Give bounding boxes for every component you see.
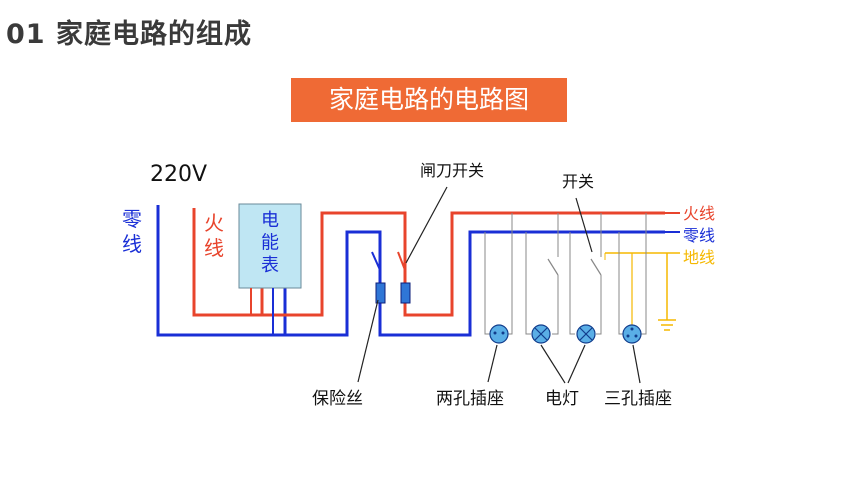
socket-wire: [508, 213, 513, 335]
knife-switch-blade-live: [397, 251, 406, 271]
live-in-label: 火线: [204, 211, 224, 260]
knife-switch-blade-neutral: [371, 251, 381, 271]
socket-hole: [501, 331, 505, 335]
ground-out-label: 地线: [683, 248, 715, 267]
live-wire-main: [192, 208, 264, 317]
lamp: [531, 324, 551, 344]
knife-switch-label: 闸刀开关: [420, 161, 484, 180]
lamp-wire: [552, 275, 559, 335]
socket-wire: [640, 213, 647, 335]
socket-hole: [493, 331, 497, 335]
lamp-wire: [569, 232, 575, 335]
two-hole-socket: [489, 324, 509, 344]
pointer-two-hole-socket: [487, 344, 498, 383]
lamp-wire: [525, 232, 531, 335]
socket-hole: [630, 327, 634, 331]
pointer-lamp: [567, 344, 586, 384]
diagram-title-banner: 家庭电路的电路图: [291, 78, 567, 122]
fuse-neutral: [375, 282, 386, 304]
switch-label: 开关: [562, 172, 594, 191]
live-wire-to-switch: [262, 211, 407, 317]
fuse-live: [400, 282, 411, 304]
socket-wire: [618, 232, 624, 335]
neutral-wire-to-fuse: [285, 230, 382, 337]
three-hole-socket-label: 三孔插座: [604, 389, 672, 409]
neutral-out-label: 零线: [683, 226, 715, 245]
socket-hole: [634, 334, 638, 338]
voltage-label: 220V: [150, 162, 207, 187]
pointer-three-hole-socket: [632, 344, 641, 384]
lamp-wire: [596, 275, 602, 335]
pointer-knife-switch: [405, 186, 448, 264]
fuse-label: 保险丝: [312, 389, 363, 409]
socket-wire: [484, 232, 490, 335]
two-hole-socket-label: 两孔插座: [436, 389, 504, 409]
page-title: 01 家庭电路的组成: [6, 19, 252, 50]
meter-text: 电能表: [261, 210, 279, 276]
neutral-wire-main: [156, 205, 287, 337]
neutral-wire-out: [378, 230, 665, 337]
lamp-switch: [590, 258, 602, 276]
pointer-switch: [575, 197, 593, 253]
lamp-label: 电灯: [545, 389, 579, 409]
socket-hole: [626, 334, 630, 338]
neutral-in-label: 零线: [122, 207, 142, 256]
live-out-label: 火线: [683, 204, 715, 223]
three-hole-socket: [622, 324, 642, 344]
lamp: [576, 324, 596, 344]
lamp-switch: [547, 258, 559, 276]
pointer-fuse: [357, 299, 379, 383]
electric-meter: [238, 203, 302, 289]
live-wire-out: [403, 211, 665, 317]
pointer-lamp: [540, 344, 566, 384]
